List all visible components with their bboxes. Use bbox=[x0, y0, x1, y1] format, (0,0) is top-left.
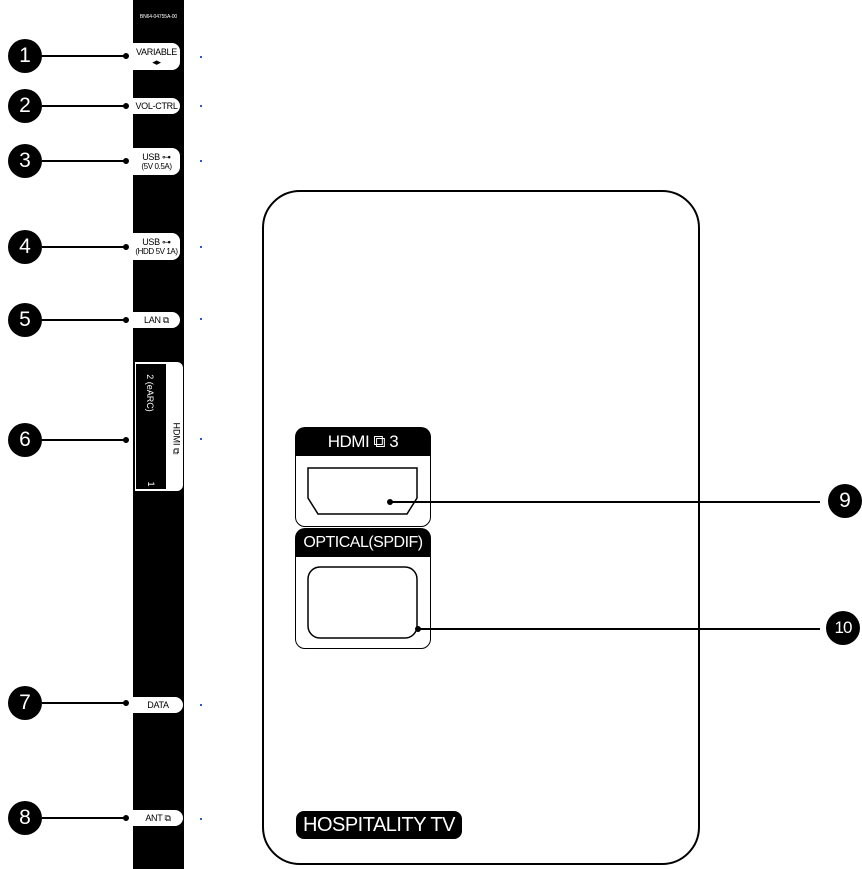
tick-5 bbox=[200, 318, 202, 320]
leader-line-6 bbox=[42, 439, 126, 441]
data-port: DATA bbox=[133, 697, 183, 713]
lan-label: LAN ⧉ bbox=[144, 315, 169, 325]
leader-dot-7 bbox=[123, 700, 129, 706]
part-number: BN64-04755A-00 bbox=[139, 14, 178, 20]
tick-4 bbox=[200, 246, 202, 248]
optical-port-frame bbox=[295, 556, 431, 649]
usb-port-2: USB ⊶ (HDD 5V 1A) bbox=[133, 233, 180, 260]
tick-7 bbox=[200, 704, 202, 706]
tick-3 bbox=[200, 160, 202, 162]
callout-5: 5 bbox=[8, 303, 42, 337]
leader-dot-5 bbox=[123, 317, 129, 323]
tick-6 bbox=[200, 438, 202, 440]
usb-port-1: USB ⊶ (5V 0.5A) bbox=[133, 148, 180, 175]
rear-panel-outline bbox=[262, 190, 700, 865]
lan-port: LAN ⧉ bbox=[133, 312, 180, 328]
leader-dot-3 bbox=[123, 158, 129, 164]
leader-line-1 bbox=[42, 55, 126, 57]
variable-label: VARIABLE bbox=[136, 46, 177, 57]
hospitality-tv-label: HOSPITALITY TV bbox=[296, 811, 462, 839]
leader-dot-8 bbox=[123, 815, 129, 821]
hdmi-side-port-recess bbox=[136, 364, 166, 489]
hdmi-3-leader-line bbox=[390, 501, 820, 503]
leader-line-3 bbox=[42, 160, 126, 162]
callout-10: 10 bbox=[826, 611, 860, 645]
callout-7: 7 bbox=[8, 686, 42, 720]
vol-ctrl-label: VOL-CTRL bbox=[135, 101, 178, 111]
variable-audio-port: VARIABLE ◂▸ bbox=[133, 43, 180, 70]
usb-label-1: USB ⊶ bbox=[142, 151, 171, 162]
ant-label: ANT ⧉ bbox=[145, 813, 171, 823]
tick-8 bbox=[200, 818, 202, 820]
hdmi-connector-icon bbox=[307, 467, 418, 515]
leader-dot-1 bbox=[123, 53, 129, 59]
leader-line-8 bbox=[42, 817, 126, 819]
callout-9: 9 bbox=[828, 484, 862, 518]
callout-6: 6 bbox=[8, 423, 42, 457]
ant-port: ANT ⧉ bbox=[133, 810, 183, 826]
callout-1: 1 bbox=[8, 39, 42, 73]
optical-connector-icon bbox=[307, 566, 418, 639]
callout-8: 8 bbox=[8, 801, 42, 835]
leader-dot-2 bbox=[123, 103, 129, 109]
vol-ctrl-port: VOL-CTRL bbox=[133, 98, 180, 114]
leader-line-5 bbox=[42, 319, 126, 321]
speaker-icon: ◂▸ bbox=[152, 56, 161, 67]
leader-dot-4 bbox=[123, 244, 129, 250]
callout-2: 2 bbox=[8, 89, 42, 123]
hdmi-1-label: 1 bbox=[146, 481, 156, 487]
callout-3: 3 bbox=[8, 144, 42, 178]
optical-header: OPTICAL(SPDIF) bbox=[295, 528, 431, 557]
callout-4: 4 bbox=[8, 230, 42, 264]
usb-rating-2: (HDD 5V 1A) bbox=[135, 246, 178, 256]
usb-rating-1: (5V 0.5A) bbox=[141, 161, 172, 171]
tick-2 bbox=[200, 105, 202, 107]
hdmi-2-earc-label: 2 (eARC) bbox=[145, 374, 155, 412]
leader-line-2 bbox=[42, 105, 126, 107]
usb-label-2: USB ⊶ bbox=[142, 236, 171, 247]
leader-line-7 bbox=[42, 702, 126, 704]
leader-line-4 bbox=[42, 246, 126, 248]
hdmi-side-label: HDMI ⧉ bbox=[171, 422, 182, 455]
hdmi-3-port-frame bbox=[295, 455, 431, 527]
optical-leader-line bbox=[418, 628, 820, 630]
tick-1 bbox=[200, 56, 202, 58]
hdmi-3-header: HDMI ⧉ 3 bbox=[295, 427, 431, 456]
leader-dot-6 bbox=[123, 437, 129, 443]
data-label: DATA bbox=[147, 700, 169, 710]
